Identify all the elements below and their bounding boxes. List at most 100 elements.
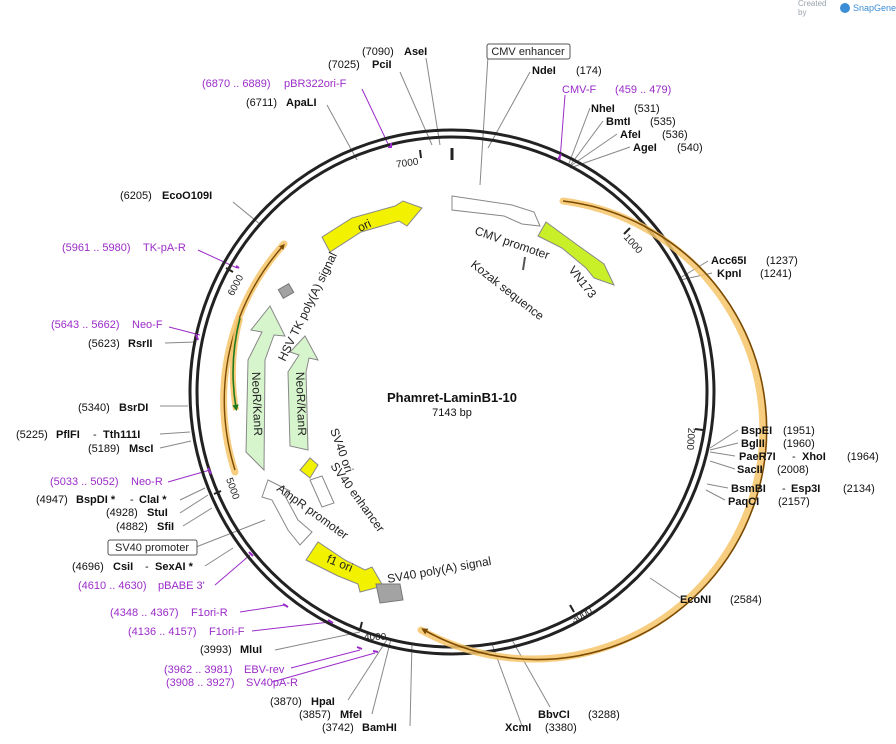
leader-agei <box>569 146 631 169</box>
enzyme-acc65i-pos: (1237) <box>766 255 798 267</box>
enzyme-stui-name: StuI <box>147 507 168 519</box>
enzyme-mlui-name: MluI <box>240 644 262 656</box>
primer-f1ori-r-name: F1ori-R <box>191 607 228 619</box>
leader-apali <box>326 104 358 161</box>
enzyme-bspei-name: BspEI <box>741 425 772 437</box>
enzyme-bglii-pos: (1960) <box>783 438 815 450</box>
primer-f1ori-f-range: (4136 .. 4157) <box>128 626 197 638</box>
tick-4000: 4000 <box>364 632 387 643</box>
leader-bsmbi <box>706 483 729 489</box>
primer-sv40pa-r-name: SV40pA-R <box>246 677 298 689</box>
enzyme-paer7i-name: PaeR7I <box>739 451 776 463</box>
hsv-tk-polya-box <box>277 282 295 300</box>
enzyme-bsrdi-pos: (5340) <box>78 402 110 414</box>
label-sv40-polya: SV40 poly(A) signal <box>386 554 492 586</box>
enzyme-bmti-pos: (535) <box>650 116 676 128</box>
enzyme-bglii-name: BglII <box>741 438 765 450</box>
enzyme-xcmi-name: XcmI <box>505 722 531 734</box>
primer-f1ori-f-name: F1ori-F <box>209 626 245 638</box>
leader-mscl <box>159 440 192 449</box>
neor-kanr-outer-arrow <box>245 305 286 472</box>
primer-neo-r-name: Neo-R <box>131 476 163 488</box>
tick-5000: 5000 <box>223 476 241 501</box>
label-neor-kanr-outer: NeoR/KanR <box>249 372 265 437</box>
enzyme-ecoo109i-pos: (6205) <box>120 190 152 202</box>
tick-6000: 6000 <box>226 273 246 298</box>
enzyme-mlui-pos: (3993) <box>200 644 232 656</box>
primer-neo-r-range: (5033 .. 5052) <box>50 476 119 488</box>
primer-tk-pa-r-range: (5961 .. 5980) <box>62 242 131 254</box>
enzyme-nhei-pos: (531) <box>634 103 660 115</box>
tick-7000: 7000 <box>396 157 420 171</box>
enzyme-bbvci-pos: (3288) <box>588 709 620 721</box>
leader-bspei <box>709 429 739 449</box>
primer-leader-lines <box>167 88 566 683</box>
enzyme-ndei-pos: (174) <box>576 65 602 77</box>
leader-csii <box>204 547 234 567</box>
enzyme-agei-name: AgeI <box>633 142 657 154</box>
sv40-enhancer-box <box>309 475 335 508</box>
primer-tk-pa-r-name: TK-pA-R <box>143 242 186 254</box>
label-kozak-sequence: Kozak sequence <box>468 257 547 323</box>
enzyme-sacii-pos: (2008) <box>777 464 809 476</box>
enzyme-mfei-pos: (3857) <box>299 709 331 721</box>
leader-paer7i <box>709 451 736 457</box>
credit-prefix: Created by <box>798 0 827 17</box>
enzyme-nhei-name: NheI <box>591 103 615 115</box>
enzyme-rsrii-name: RsrII <box>128 338 152 350</box>
enzyme-ecoo109i-name: EcoO109I <box>162 190 212 202</box>
enzyme-sacii-name: SacII <box>737 464 763 476</box>
leader-paqci <box>705 489 726 501</box>
orf-main-arrow <box>421 200 768 661</box>
enzyme-mscl-name: MscI <box>129 443 153 455</box>
enzyme-agei-pos: (540) <box>677 142 703 154</box>
neor-kanr-inner-arrow <box>287 335 319 451</box>
enzyme-pflfi-pos: (5225) <box>16 429 48 441</box>
enzyme-bamhi-pos: (3742) <box>322 722 354 734</box>
enzyme-mfei-name: MfeI <box>340 709 362 721</box>
enzyme-bsrdi-name: BsrDI <box>119 402 148 414</box>
orf-left-arrow <box>223 243 285 471</box>
enzyme-xhoi-name: XhoI <box>802 451 826 463</box>
ampr-promoter-arrow <box>261 479 313 546</box>
enzyme-acc65i-name: Acc65I <box>711 255 746 267</box>
plasmid-size: 7143 bp <box>432 407 472 419</box>
enzyme-pcii-pos: (7025) <box>328 59 360 71</box>
enzyme-paqci-pos: (2157) <box>778 496 810 508</box>
enzyme-bmti-name: BmtI <box>606 116 630 128</box>
tick-2000: 2000 <box>684 427 697 450</box>
cmv-promoter-arrow <box>451 195 541 227</box>
leader-mfei <box>371 638 392 715</box>
primer-ebv-rev-range: (3962 .. 3981) <box>164 664 233 676</box>
enzyme-paqci-name: PaqCI <box>728 496 759 508</box>
enzyme-econi-name: EcoNI <box>680 594 711 606</box>
leader-bspdi <box>179 487 206 501</box>
label-ori: ori <box>355 216 373 234</box>
enzyme-paer7i-sep: - <box>792 451 796 463</box>
enzyme-asei-name: AseI <box>404 46 427 58</box>
enzyme-sfii-pos: (4882) <box>116 521 148 533</box>
enzyme-bspdi-sep: - <box>130 494 134 506</box>
enzyme-clai-name: ClaI * <box>139 494 167 506</box>
snapgene-credit: Created by SnapGene <box>798 0 896 17</box>
enzyme-sfii-name: SfiI <box>157 521 174 533</box>
leader-bglii <box>709 442 739 451</box>
enzyme-bbvci-name: BbvCI <box>538 709 570 721</box>
enzyme-afei-name: AfeI <box>620 129 641 141</box>
leader-sfii <box>182 507 213 527</box>
enzyme-mscl-pos: (5189) <box>88 443 120 455</box>
primer-pbabe3-name: pBABE 3' <box>158 580 205 592</box>
enzyme-ndei-name: NdeI <box>532 65 556 77</box>
leader-nhei <box>567 107 591 167</box>
leader-pcii <box>399 71 433 146</box>
primer-f1ori-r-range: (4348 .. 4367) <box>110 607 179 619</box>
enzyme-sexai-name: SexAI * <box>155 561 194 573</box>
label-sv40-promoter: SV40 promoter <box>115 542 189 554</box>
snapgene-logo-icon <box>839 3 850 13</box>
label-cmv-enhancer: CMV enhancer <box>491 46 565 58</box>
primer-cmv-f-name: CMV-F <box>562 84 597 96</box>
enzyme-asei-pos: (7090) <box>362 46 394 58</box>
enzyme-tth111i-name: Tth111I <box>103 429 140 441</box>
leader-bbvci <box>511 639 551 708</box>
enzyme-csii-name: CsiI <box>113 561 133 573</box>
